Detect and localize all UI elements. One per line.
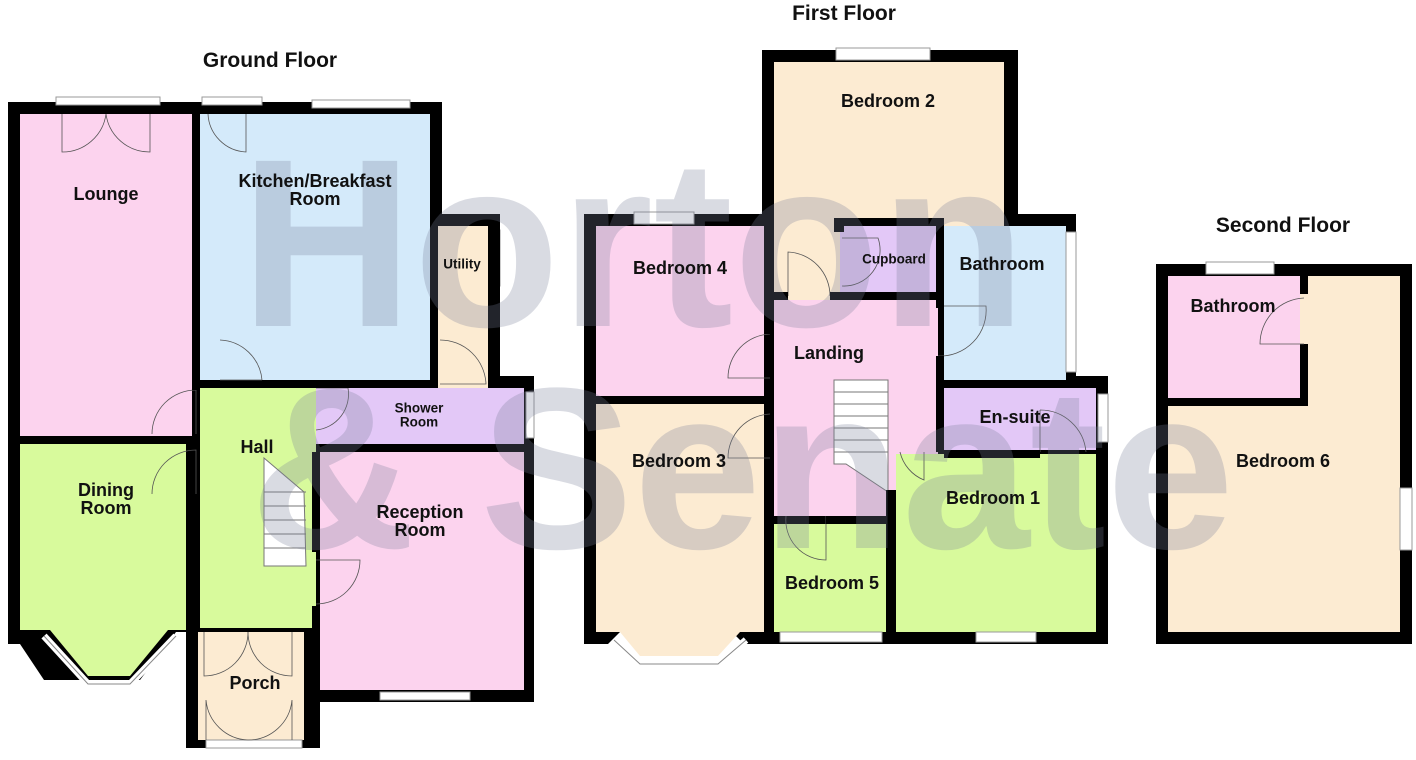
room-cupboard (840, 226, 936, 292)
room-lounge (20, 114, 192, 436)
label-utility: Utility (443, 256, 481, 272)
room-ensuite (944, 388, 1096, 450)
label-ensuite: En-suite (979, 407, 1051, 427)
label-bathroom-first: Bathroom (959, 254, 1045, 274)
label-cupboard: Cupboard (862, 251, 926, 267)
label-landing: Landing (794, 343, 864, 363)
interior-walls-ground (20, 114, 532, 740)
floor-title-first: First Floor (792, 2, 896, 25)
windows-second (1205, 261, 1413, 551)
label-lounge: Lounge (73, 184, 139, 204)
interior-walls-second (1168, 276, 1308, 406)
label-bedroom-5: Bedroom 5 (784, 573, 880, 593)
watermark-logo: Horton & Senate (240, 109, 1234, 597)
room-utility (438, 226, 488, 388)
bay-bedroom-3 (620, 632, 740, 656)
stairs-first (833, 379, 889, 493)
room-shower (316, 388, 524, 444)
interior-walls-first (596, 214, 1076, 632)
first-floor (584, 47, 1109, 668)
room-porch (198, 632, 304, 740)
label-bedroom-4: Bedroom 4 (632, 258, 728, 278)
room-kitchen (200, 114, 430, 380)
label-bathroom-second: Bathroom (1190, 296, 1276, 316)
room-bathroom-second (1168, 276, 1300, 398)
room-bedroom-4 (596, 226, 764, 396)
ground-floor (8, 96, 535, 749)
floor-title-second: Second Floor (1215, 214, 1351, 237)
door-swing-second (1259, 297, 1305, 345)
stairs-ground (263, 456, 307, 567)
door-swings-ground (61, 113, 487, 741)
label-bedroom-3: Bedroom 3 (631, 451, 727, 471)
room-bathroom-first (944, 226, 1066, 380)
watermark-line-1: Horton (240, 109, 1026, 377)
room-bedroom-1 (896, 454, 1096, 632)
label-hall: Hall (240, 437, 274, 457)
label-bedroom-2: Bedroom 2 (840, 91, 936, 111)
room-bedroom-3 (596, 404, 764, 632)
label-bedroom-6: Bedroom 6 (1235, 451, 1331, 471)
windows-first (633, 47, 1109, 643)
floor-title-ground: Ground Floor (202, 49, 338, 72)
second-floor (1156, 261, 1413, 644)
room-reception (320, 452, 524, 690)
label-bedroom-1: Bedroom 1 (945, 488, 1041, 508)
door-swings-first (727, 237, 1087, 561)
room-dining (20, 444, 186, 676)
label-porch: Porch (229, 673, 281, 693)
watermark-line-2: & Senate (250, 340, 1234, 597)
